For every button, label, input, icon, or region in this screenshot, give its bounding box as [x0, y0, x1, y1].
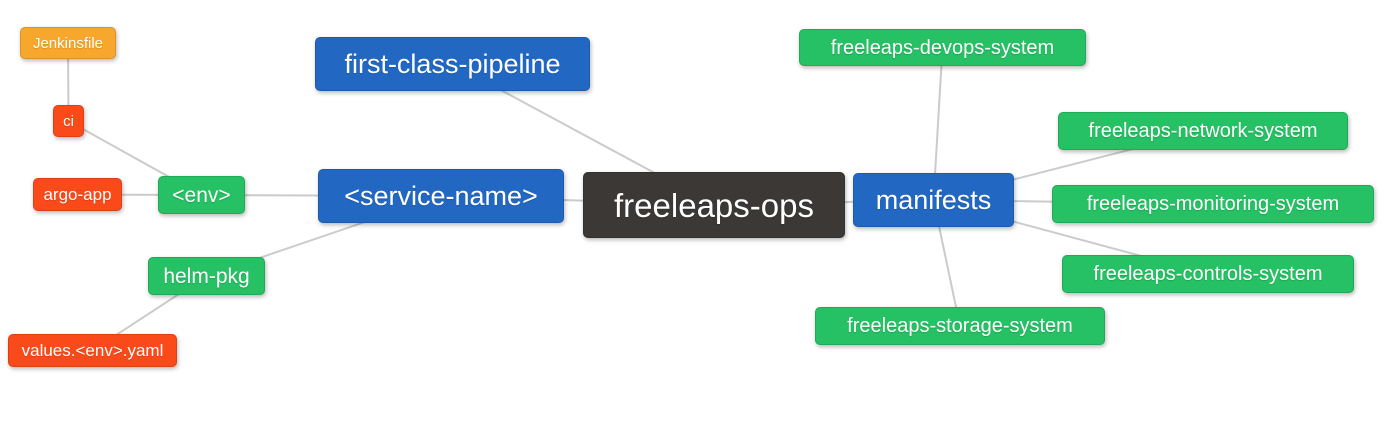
mindmap-node-freeleaps-controls-system[interactable]: freeleaps-controls-system	[1062, 255, 1354, 293]
mindmap-node-manifests[interactable]: manifests	[853, 173, 1014, 227]
mindmap-node-argo-app[interactable]: argo-app	[33, 178, 122, 211]
mindmap-node-values-env-yaml[interactable]: values.<env>.yaml	[8, 334, 177, 367]
mindmap-node-freeleaps-devops-system[interactable]: freeleaps-devops-system	[799, 29, 1086, 66]
mindmap-node-jenkinsfile[interactable]: Jenkinsfile	[20, 27, 116, 59]
mindmap-node-freeleaps-ops[interactable]: freeleaps-ops	[583, 172, 845, 238]
mindmap-node-env[interactable]: <env>	[158, 176, 245, 214]
mindmap-node-ci[interactable]: ci	[53, 105, 84, 137]
mindmap-node-freeleaps-monitoring-system[interactable]: freeleaps-monitoring-system	[1052, 185, 1374, 223]
mindmap-node-first-class-pipeline[interactable]: first-class-pipeline	[315, 37, 590, 91]
mindmap-node-freeleaps-storage-system[interactable]: freeleaps-storage-system	[815, 307, 1105, 345]
mindmap-node-freeleaps-network-system[interactable]: freeleaps-network-system	[1058, 112, 1348, 150]
mindmap-node-service-name[interactable]: <service-name>	[318, 169, 564, 223]
mindmap-node-helm-pkg[interactable]: helm-pkg	[148, 257, 265, 295]
